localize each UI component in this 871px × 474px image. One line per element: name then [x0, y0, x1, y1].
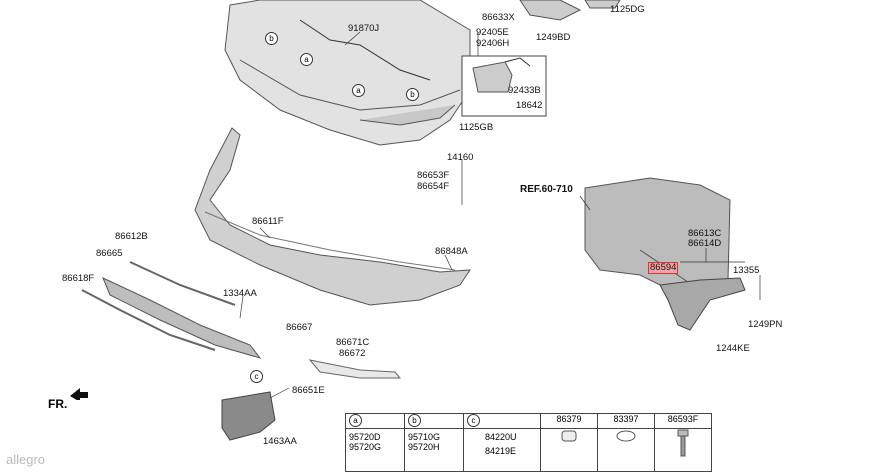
callout-c: c [250, 370, 263, 383]
side-strip-drawing [308, 359, 402, 379]
label-86653F: 86653F [417, 170, 450, 181]
callout-a-1: a [300, 53, 313, 66]
label-86594-highlighted: 86594 [648, 262, 679, 274]
lower-bumper-drawing [194, 127, 471, 306]
legend-cell-86379 [540, 428, 598, 472]
callout-b-2: b [406, 88, 419, 101]
label-86614D: 86614D [688, 238, 722, 249]
label-86848A: 86848A [435, 246, 468, 257]
legend-b-code-1: 95710G [408, 432, 441, 442]
legend-a-code-2: 95720G [349, 441, 382, 452]
label-1334AA: 1334AA [223, 288, 257, 299]
legend-header-86379: 86379 [540, 413, 598, 429]
label-86612B: 86612B [115, 231, 148, 242]
legend-c-code-1: 84220U [485, 432, 517, 442]
label-1463AA: 1463AA [263, 436, 297, 447]
legend-cell-c: 84220U 84219E [463, 428, 541, 472]
callout-a-2: a [352, 84, 365, 97]
corner-bracket-drawing [221, 391, 276, 441]
upper-bumper-drawing [224, 0, 471, 146]
callout-b-1: b [265, 32, 278, 45]
label-86672: 86672 [339, 348, 366, 359]
front-direction-label: FR. [48, 397, 68, 411]
legend-header-row: a b c 86379 83397 86593F [345, 413, 712, 429]
legend-c-code-2: 84219E [485, 445, 517, 456]
leader-lines [239, 31, 761, 399]
legend-a-code-1: 95720D [349, 432, 381, 442]
label-86654F: 86654F [417, 181, 450, 192]
plug-icon [561, 430, 577, 442]
label-13355: 13355 [733, 265, 760, 276]
legend-cell-a: 95720D 95720G [345, 428, 405, 472]
label-14160: 14160 [447, 152, 474, 163]
label-18642: 18642 [516, 100, 543, 111]
label-1125GB: 1125GB [459, 122, 494, 133]
label-86665: 86665 [96, 248, 123, 259]
label-1244KE: 1244KE [716, 343, 750, 354]
legend-header-86593F: 86593F [654, 413, 712, 429]
screw-icon [677, 429, 689, 457]
legend-callout-c: c [467, 414, 480, 427]
legend-cell-86593F [654, 428, 712, 472]
top-right-bracket-drawing [519, 0, 621, 21]
label-92405E: 92405E [476, 27, 509, 38]
grommet-icon [616, 430, 636, 442]
legend-callout-a: a [349, 414, 362, 427]
label-86651E: 86651E [292, 385, 325, 396]
legend-table: a b c 86379 83397 86593F 95720D 95720G 9… [345, 413, 712, 472]
label-86633X: 86633X [482, 12, 515, 23]
label-1125DG: 1125DG [610, 4, 645, 15]
label-ref: REF.60-710 [520, 184, 573, 195]
label-1249PN: 1249PN [748, 319, 783, 330]
label-86667: 86667 [286, 322, 313, 333]
label-86611F: 86611F [252, 216, 284, 227]
legend-cell-83397 [597, 428, 655, 472]
sensor-bracket-drawing [472, 61, 513, 93]
label-1249BD: 1249BD [536, 32, 571, 43]
legend-callout-b: b [408, 414, 421, 427]
watermark-logo: allegro [6, 452, 46, 467]
label-92433B: 92433B [508, 85, 541, 96]
front-arrow-icon [70, 388, 88, 400]
garnish-strip-drawing [102, 277, 262, 359]
label-92406H: 92406H [476, 38, 510, 49]
legend-b-code-2: 95720H [408, 441, 440, 452]
label-86613C: 86613C [688, 228, 722, 239]
label-86671C: 86671C [336, 337, 370, 348]
label-86618F: 86618F [62, 273, 95, 284]
legend-header-83397: 83397 [597, 413, 655, 429]
label-91870J: 91870J [348, 23, 380, 34]
stay-drawing [659, 277, 746, 331]
legend-cell-b: 95710G 95720H [404, 428, 464, 472]
legend-body-row: 95720D 95720G 95710G 95720H 84220U 84219… [345, 428, 712, 472]
